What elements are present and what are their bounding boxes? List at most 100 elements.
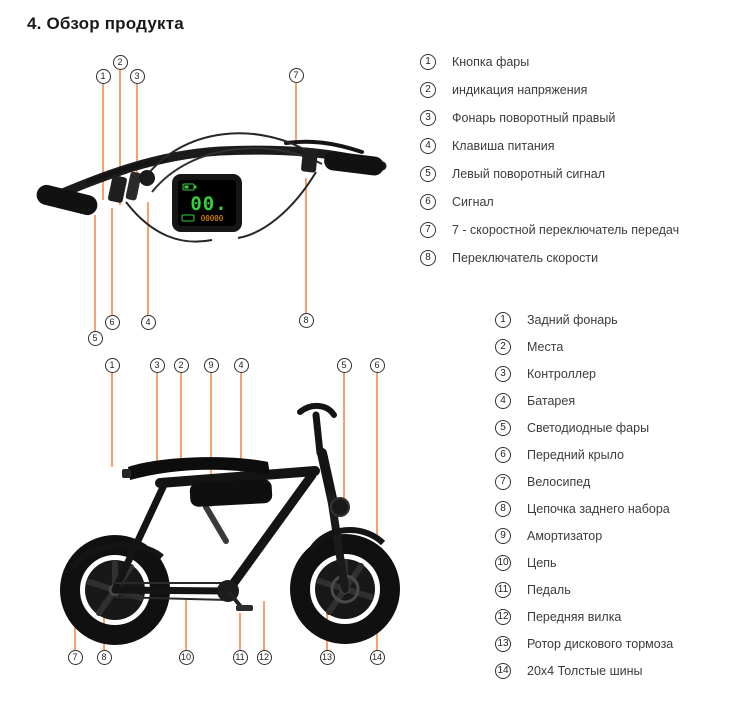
legend-item-label: Педаль — [527, 582, 571, 597]
light-button-pod — [125, 171, 142, 201]
legend-number-badge: 5 — [495, 419, 511, 436]
legend-number-badge: 7 — [495, 473, 511, 490]
handlebar-callout-5: 5 — [87, 330, 103, 346]
legend-item: 2 Места — [495, 333, 673, 360]
legend-item: 8 Переключатель скорости — [420, 244, 679, 272]
legend-item: 5 Левый поворотный сигнал — [420, 160, 679, 188]
legend-item-label: Ротор дискового тормоза — [527, 636, 674, 651]
legend-item: 12 Передняя вилка — [495, 603, 673, 630]
shock-absorber — [203, 504, 229, 544]
legend-item: 1 Кнопка фары — [420, 48, 679, 76]
legend-number-badge: 4 — [420, 138, 436, 154]
bike-callout-12: 12 — [256, 649, 272, 665]
display-odometer: 00000 — [201, 214, 224, 223]
seat — [128, 457, 270, 480]
legend-item-label: Кнопка фары — [452, 55, 530, 69]
legend-item-label: Переключатель скорости — [452, 251, 599, 265]
legend-number-badge: 2 — [420, 82, 436, 98]
legend-number-badge: 8 — [495, 500, 511, 517]
legend-item-label: Контроллер — [527, 366, 596, 381]
bike-callout-1: 1 — [104, 357, 120, 373]
legend-number-badge: 5 — [420, 166, 436, 182]
rear-light — [122, 469, 131, 478]
bike-callout-4: 4 — [233, 357, 249, 373]
battery-icon-tip — [194, 185, 197, 189]
legend-number-badge: 9 — [495, 527, 511, 544]
legend-number-badge: 12 — [495, 608, 511, 625]
legend-item-label: 7 - скоростной переключатель передач — [452, 223, 680, 237]
handlebar-callout-7: 7 — [288, 67, 304, 83]
right-brake-lever — [284, 139, 364, 154]
battery — [189, 479, 273, 507]
legend-number-badge: 14 — [495, 662, 511, 679]
bike-handlebar — [297, 403, 337, 418]
battery-icon — [182, 183, 195, 191]
legend-item-label: Цепь — [527, 555, 557, 570]
battery-icon-small — [181, 214, 195, 222]
legend-item-label: Фонарь поворотный правый — [452, 111, 616, 125]
pedal — [236, 605, 253, 611]
legend-item-label: Амортизатор — [527, 528, 603, 543]
left-grip — [36, 184, 98, 216]
legend-item: 1 Задний фонарь — [495, 306, 673, 333]
handlebar-callout-3: 3 — [129, 68, 145, 84]
display-speed: 00. — [190, 193, 227, 215]
bell — [139, 170, 155, 186]
legend-number-badge: 3 — [495, 365, 511, 382]
legend-item-label: Велосипед — [527, 474, 591, 489]
legend-item-label: Левый поворотный сигнал — [452, 167, 606, 181]
handlebar-callout-6: 6 — [104, 314, 120, 330]
bike-callout-9: 9 — [203, 357, 219, 373]
handlebar-callout-8: 8 — [298, 312, 314, 328]
page-title: 4. Обзор продукта — [27, 14, 184, 33]
handlebar-callout-4: 4 — [140, 314, 156, 330]
legend-item-label: Батарея — [527, 393, 576, 408]
bike-callout-3: 3 — [149, 357, 165, 373]
legend-item: 7 7 - скоростной переключатель передач — [420, 216, 679, 244]
headlight — [330, 497, 350, 517]
handlebar-callout-1: 1 — [95, 68, 111, 84]
legend-item: 3 Контроллер — [495, 360, 673, 387]
legend-item-label: Цепочка заднего набора — [527, 501, 670, 516]
left-control-cluster — [108, 175, 127, 203]
bike-callout-5: 5 — [336, 357, 352, 373]
legend-item-label: Передний крыло — [527, 447, 624, 462]
legend-item: 9 Амортизатор — [495, 522, 673, 549]
bike-legend: 1 Задний фонарь 2 Места 3 Контроллер 4 Б… — [495, 306, 673, 684]
legend-item: 3 Фонарь поворотный правый — [420, 104, 679, 132]
legend-item: 4 Клавиша питания — [420, 132, 679, 160]
bike-callout-11: 11 — [232, 649, 248, 665]
legend-item-label: индикация напряжения — [452, 83, 588, 97]
stem-riser — [312, 411, 324, 457]
bike-callout-8: 8 — [96, 649, 112, 665]
legend-item: 11 Педаль — [495, 576, 673, 603]
handlebar-callout-2: 2 — [112, 54, 128, 70]
handlebar-diagram: 00. 00000 1 2 3 7 5 6 4 8 — [30, 50, 410, 355]
bike-art — [60, 403, 400, 645]
rear-fender — [69, 542, 164, 571]
bike-diagram: 1 3 2 9 4 5 6 7 8 10 11 12 13 14 — [30, 355, 430, 685]
legend-item-label: Задний фонарь — [527, 312, 618, 327]
legend-item-label: Передняя вилка — [527, 609, 622, 624]
bike-callout-10: 10 — [178, 649, 194, 665]
legend-item-label: Клавиша питания — [452, 139, 555, 153]
legend-number-badge: 8 — [420, 250, 436, 266]
cable — [237, 171, 317, 239]
legend-item: 7 Велосипед — [495, 468, 673, 495]
bike-callout-7: 7 — [67, 649, 83, 665]
lcd-display: 00. 00000 — [172, 174, 242, 232]
legend-item: 14 20x4 Толстые шины — [495, 657, 673, 684]
legend-item: 5 Светодиодные фары — [495, 414, 673, 441]
legend-number-badge: 1 — [495, 311, 511, 328]
legend-item-label: 20x4 Толстые шины — [527, 663, 643, 678]
legend-number-badge: 1 — [420, 54, 436, 70]
frame — [111, 403, 349, 596]
bike-callout-13: 13 — [319, 649, 335, 665]
legend-item: 6 Сигнал — [420, 188, 679, 216]
legend-number-badge: 7 — [420, 222, 436, 238]
legend-number-badge: 4 — [495, 392, 511, 409]
legend-number-badge: 6 — [420, 194, 436, 210]
legend-item: 6 Передний крыло — [495, 441, 673, 468]
bike-callout-6: 6 — [369, 357, 385, 373]
